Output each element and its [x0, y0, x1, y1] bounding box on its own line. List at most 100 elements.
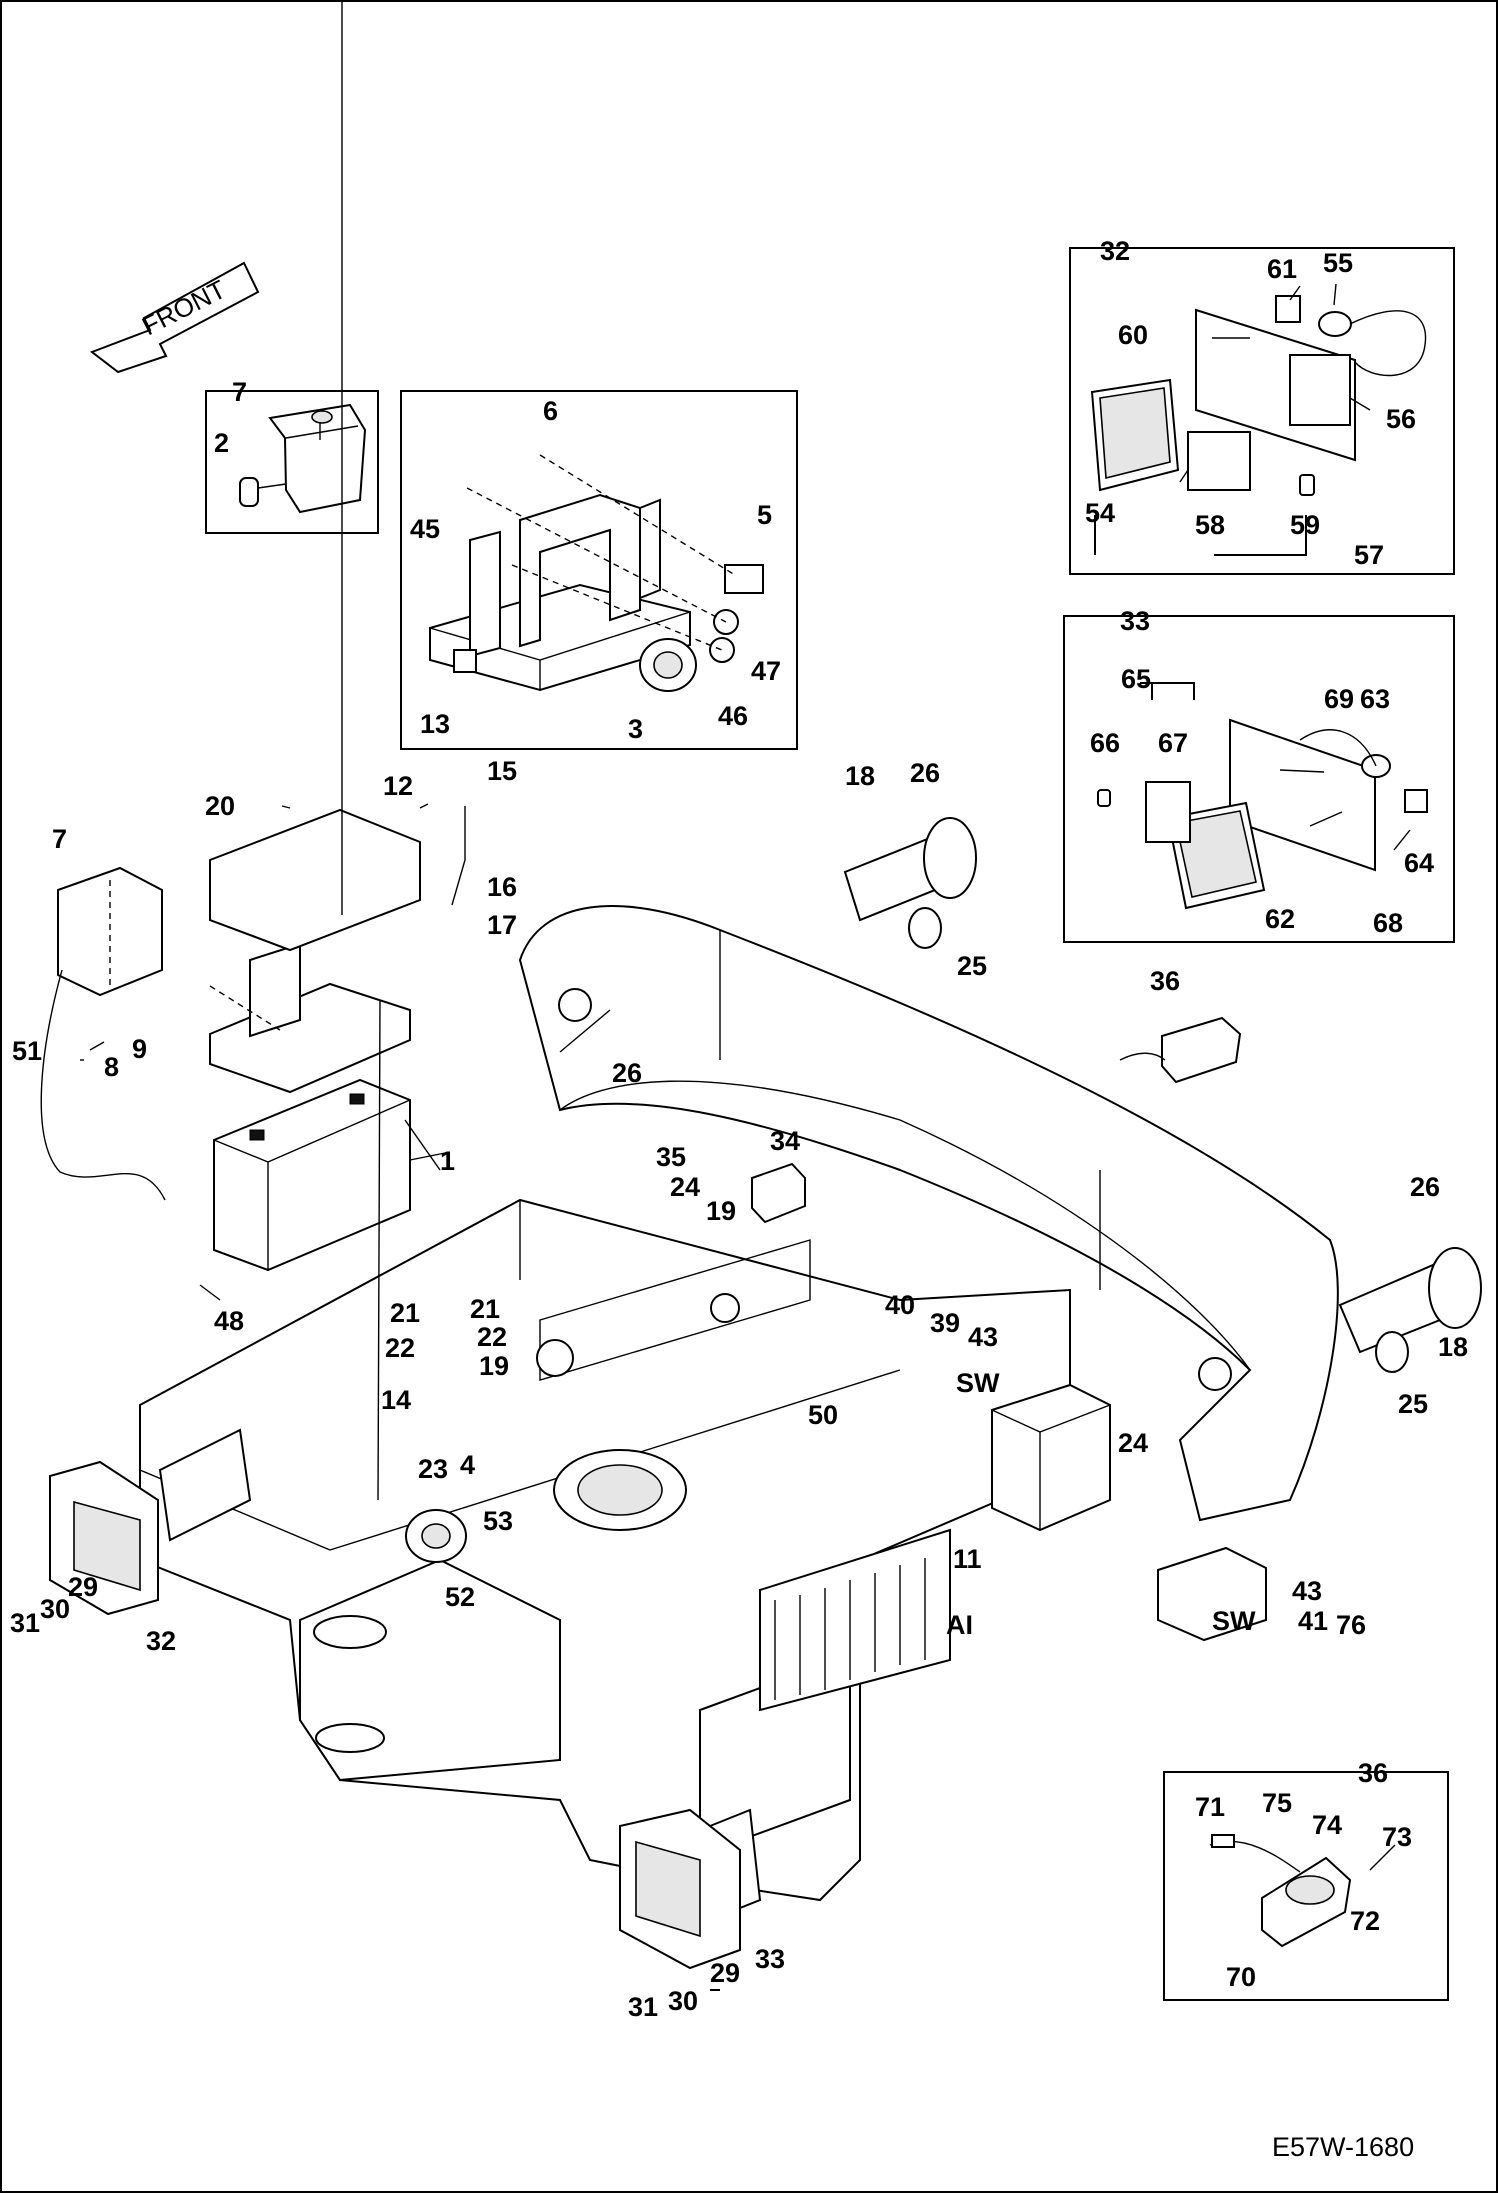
callout-60: 60 [1118, 320, 1148, 350]
drawing-code: E57W-1680 [1272, 2132, 1415, 2162]
callout-48: 48 [214, 1306, 244, 1336]
callout-55: 55 [1323, 248, 1353, 278]
callout-46: 46 [718, 701, 748, 731]
callout-3: 3 [628, 714, 643, 744]
callout-31-a: 31 [10, 1608, 40, 1638]
callout-50: 50 [808, 1400, 838, 1430]
inset-32-work-lamp [1069, 247, 1455, 575]
callout-52: 52 [445, 1582, 475, 1612]
callout-12: 12 [383, 771, 413, 801]
callout-9: 9 [132, 1034, 147, 1064]
callout-35: 35 [656, 1142, 686, 1172]
callout-sw-2: SW [1212, 1606, 1256, 1636]
rear-lamp-right [1338, 1247, 1482, 1373]
valve-block-sw [991, 1383, 1111, 1532]
rear-lamp-left [843, 817, 977, 949]
callout-18-b: 18 [1438, 1332, 1468, 1362]
callout-15: 15 [487, 756, 517, 786]
callout-58: 58 [1195, 510, 1225, 540]
callout-75: 75 [1262, 1788, 1292, 1818]
callout-30-a: 30 [40, 1594, 70, 1624]
callout-76: 76 [1336, 1610, 1366, 1640]
callout-39: 39 [930, 1308, 960, 1338]
callout-22-a: 22 [385, 1333, 415, 1363]
callout-6: 6 [543, 396, 558, 426]
battery-icon [213, 1078, 411, 1272]
callout-33: 33 [755, 1944, 785, 1974]
callout-24-b: 24 [1118, 1428, 1148, 1458]
callout-56: 56 [1386, 404, 1416, 434]
work-lamp-icon [49, 1460, 159, 1616]
inset-7 [205, 390, 379, 534]
callout-4: 4 [460, 1450, 475, 1480]
inset-36-beacon [1163, 1771, 1449, 2001]
callout-68: 68 [1373, 908, 1403, 938]
callout-70: 70 [1226, 1962, 1256, 1992]
callout-54: 54 [1085, 498, 1115, 528]
callout-5: 5 [757, 500, 772, 530]
callout-22-b: 22 [477, 1322, 507, 1352]
callout-36-box: 36 [1358, 1758, 1388, 1788]
counterweight [518, 905, 1339, 1522]
callout-69: 69 [1324, 684, 1354, 714]
beacon-icon [1119, 1016, 1242, 1084]
callout-sw-1: SW [956, 1368, 1000, 1398]
callout-29-b: 29 [710, 1958, 740, 1988]
callout-7-inset: 7 [232, 377, 247, 407]
inset-33-rear-lamp [1063, 615, 1455, 943]
callout-30-b: 30 [668, 1986, 698, 2016]
callout-59: 59 [1290, 510, 1320, 540]
callout-21-b: 21 [470, 1294, 500, 1324]
callout-23: 23 [418, 1454, 448, 1484]
callout-64: 64 [1404, 848, 1434, 878]
callout-25-a: 25 [957, 951, 987, 981]
callout-73: 73 [1382, 1822, 1412, 1852]
callout-47: 47 [751, 656, 781, 686]
callout-17: 17 [487, 910, 517, 940]
callout-16: 16 [487, 872, 517, 902]
callout-2: 2 [214, 428, 229, 458]
callout-63: 63 [1360, 684, 1390, 714]
leader-lines [80, 283, 1411, 1501]
callout-62: 62 [1265, 904, 1295, 934]
callout-8: 8 [104, 1052, 119, 1082]
front-arrow-icon: FRONT [89, 261, 260, 374]
callout-71: 71 [1195, 1792, 1225, 1822]
callout-57: 57 [1354, 540, 1384, 570]
washer-tank-7 [40, 866, 166, 1201]
flasher-relay-34 [751, 1162, 806, 1224]
inset-battery-bracket [400, 390, 798, 750]
callout-21-a: 21 [390, 1298, 420, 1328]
callout-45: 45 [410, 514, 440, 544]
work-lamp-33-main [619, 1808, 741, 1970]
battery-bracket [209, 0, 421, 1094]
callout-labels: 7 2 6 5 45 47 46 13 3 32 61 55 60 56 54 … [10, 236, 1468, 2022]
callout-26-c: 26 [1410, 1172, 1440, 1202]
callout-66: 66 [1090, 728, 1120, 758]
callout-33-box: 33 [1120, 606, 1150, 636]
upper-frame [139, 1198, 1071, 1991]
valve-block-right [1157, 1546, 1267, 1642]
callout-67: 67 [1158, 728, 1188, 758]
callout-43-b: 43 [1292, 1576, 1322, 1606]
callout-32-box: 32 [1100, 236, 1130, 266]
callout-29-a: 29 [68, 1572, 98, 1602]
callout-11: 11 [953, 1544, 982, 1574]
callout-26-a: 26 [910, 758, 940, 788]
callout-61: 61 [1267, 254, 1297, 284]
callout-32: 32 [146, 1626, 176, 1656]
callout-40: 40 [885, 1290, 915, 1320]
callout-24-a: 24 [670, 1172, 700, 1202]
callout-25-b: 25 [1398, 1389, 1428, 1419]
callout-51: 51 [12, 1036, 42, 1066]
callout-26-b: 26 [612, 1058, 642, 1088]
callout-19-b: 19 [479, 1351, 509, 1381]
callout-74: 74 [1312, 1810, 1342, 1840]
callout-20: 20 [205, 791, 235, 821]
horn-icon [405, 1509, 467, 1563]
callout-18-a: 18 [845, 761, 875, 791]
callout-43-a: 43 [968, 1322, 998, 1352]
callout-53: 53 [483, 1506, 513, 1536]
callout-14: 14 [381, 1385, 411, 1415]
